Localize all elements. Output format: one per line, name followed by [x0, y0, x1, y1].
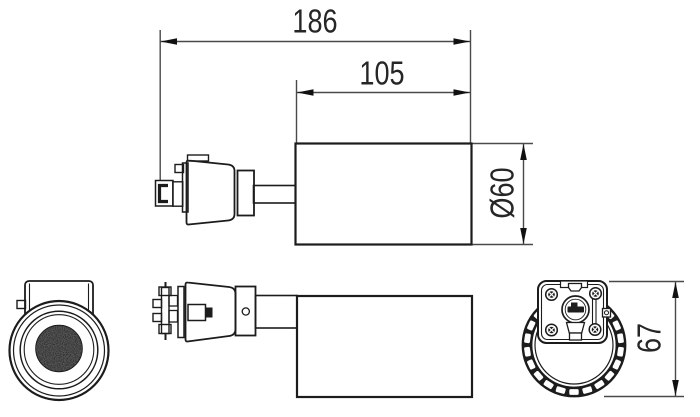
dimension-lines	[159, 30, 684, 398]
luminaire-body	[294, 142, 473, 246]
track-adapter-body	[185, 159, 236, 226]
screws	[544, 286, 603, 337]
side-view	[154, 142, 473, 246]
luminaire-body-bottom	[295, 294, 474, 399]
front-view	[8, 280, 110, 402]
rear-view	[521, 280, 627, 398]
dimension-label-body-length: 105	[359, 54, 405, 92]
dimension-label-overall-height: 67	[630, 322, 668, 354]
dimension-label-total-length: 186	[292, 2, 338, 40]
dimension-label-body-diameter: Ø60	[483, 167, 521, 219]
dimension-arrowheads	[160, 38, 679, 396]
bottom-view	[152, 281, 474, 399]
